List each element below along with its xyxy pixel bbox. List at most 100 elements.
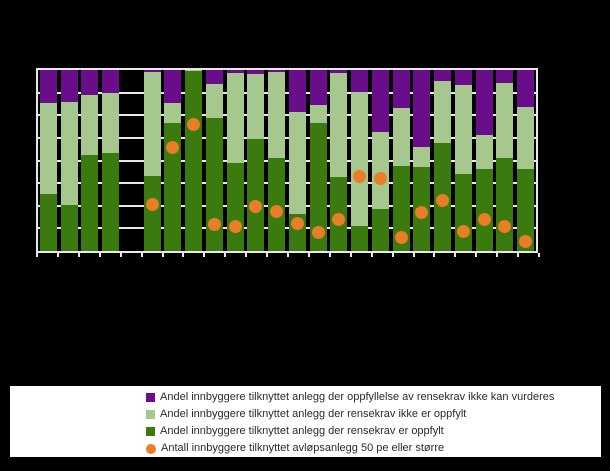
antall-point: [207, 217, 221, 231]
antall-point: [498, 219, 512, 233]
bar-segment: [268, 157, 286, 251]
bar-segment: [517, 169, 535, 251]
antall-point: [166, 141, 180, 155]
bar-segment: [39, 194, 57, 251]
bar-segment: [288, 111, 306, 215]
bar-segment: [39, 70, 57, 103]
plot-inner: [38, 70, 536, 251]
x-axis-tick: [245, 253, 248, 257]
x-axis-tick: [328, 253, 331, 257]
x-axis-tick: [266, 253, 269, 257]
bar-segment: [143, 72, 161, 177]
x-axis-tick: [307, 253, 310, 257]
bar-segment: [39, 102, 57, 195]
bar-segment: [454, 70, 472, 85]
bar-segment: [392, 70, 410, 108]
x-axis-tick: [119, 253, 122, 257]
bar-segment: [143, 176, 161, 251]
bar-segment: [226, 70, 244, 73]
gridline: [38, 114, 536, 117]
bar-segment: [185, 70, 203, 251]
bar-segment: [247, 138, 265, 251]
bar-segment: [330, 72, 348, 178]
x-axis-tick: [98, 253, 101, 257]
gridline: [38, 227, 536, 230]
antall-point: [332, 212, 346, 226]
legend-item-oppfylt: Andel innbyggere tilknyttet anlegg der r…: [146, 423, 601, 440]
x-axis-tick: [182, 253, 185, 257]
legend-item-antall-innbyggere: Antall innbyggere tilknyttet avløpsanleg…: [146, 440, 601, 457]
bar-segment: [371, 131, 389, 210]
bar-segment: [143, 70, 161, 72]
antall-point: [353, 169, 367, 183]
bar-segment: [60, 70, 78, 102]
gridline: [38, 91, 536, 94]
purple-square-swatch-icon: [146, 393, 155, 402]
bar-segment: [496, 157, 514, 251]
bar-segment: [164, 102, 182, 123]
bar-segment: [351, 70, 369, 92]
antall-point: [311, 225, 325, 239]
gridline: [38, 136, 536, 139]
bar-segment: [475, 134, 493, 170]
bar-segment: [496, 83, 514, 158]
legend-item-ikke-kan-vurderes: Andel innbyggere tilknyttet anlegg der o…: [146, 389, 601, 406]
x-axis-tick: [224, 253, 227, 257]
antall-point: [145, 197, 159, 211]
bar-segment: [164, 70, 182, 103]
bar-segment: [185, 70, 203, 71]
bar-segment: [81, 154, 99, 251]
dark-green-square-swatch-icon: [146, 427, 155, 436]
bar-segment: [205, 83, 223, 118]
bar-segment: [226, 72, 244, 163]
bar-segment: [102, 70, 120, 93]
bar-segment: [247, 70, 265, 74]
legend-label: Antall innbyggere tilknyttet avløpsanleg…: [161, 442, 445, 454]
bar-segment: [351, 91, 369, 227]
x-axis-tick: [287, 253, 289, 257]
bar-segment: [371, 70, 389, 132]
antall-point: [187, 118, 201, 132]
x-axis-tick: [140, 253, 143, 257]
antall-point: [394, 230, 408, 244]
antall-point: [436, 193, 450, 207]
gridline: [38, 182, 536, 185]
bar-segment: [330, 70, 348, 73]
bar-segment: [268, 72, 286, 158]
x-axis-tick: [517, 253, 520, 257]
bar-segment: [268, 70, 286, 72]
antall-point: [477, 212, 491, 226]
antall-point: [456, 224, 470, 238]
gridline: [38, 204, 536, 207]
antall-point: [519, 234, 533, 248]
legend-label: Andel innbyggere tilknyttet anlegg der r…: [160, 425, 444, 437]
bar-segment: [205, 70, 223, 84]
bar-segment: [434, 70, 452, 81]
bar-segment: [309, 70, 327, 105]
x-axis-tick: [56, 253, 59, 257]
bar-segment: [392, 166, 410, 251]
x-axis-tick: [349, 253, 352, 257]
orange-circle-swatch-icon: [146, 443, 156, 454]
x-axis-tick: [391, 253, 394, 257]
x-axis-tick: [77, 253, 80, 257]
gridline: [38, 159, 536, 162]
x-axis-tick: [412, 253, 415, 257]
x-axis-tick: [454, 253, 457, 257]
x-axis-tick: [161, 253, 164, 257]
antall-point: [249, 199, 263, 213]
x-axis-tick: [370, 253, 373, 257]
x-axis-tick: [36, 253, 38, 257]
x-axis-tick: [203, 253, 206, 257]
x-axis-tick: [433, 253, 436, 257]
legend-label: Andel innbyggere tilknyttet anlegg der o…: [160, 391, 555, 403]
x-axis-tick: [538, 253, 540, 257]
legend-item-ikke-oppfylt: Andel innbyggere tilknyttet anlegg der r…: [146, 406, 601, 423]
bar-segment: [247, 74, 265, 139]
bar-segment: [164, 122, 182, 251]
bar-segment: [517, 106, 535, 170]
bar-segment: [60, 101, 78, 206]
bar-segment: [226, 162, 244, 251]
bar-segment: [475, 70, 493, 135]
plot-area: [36, 68, 538, 253]
